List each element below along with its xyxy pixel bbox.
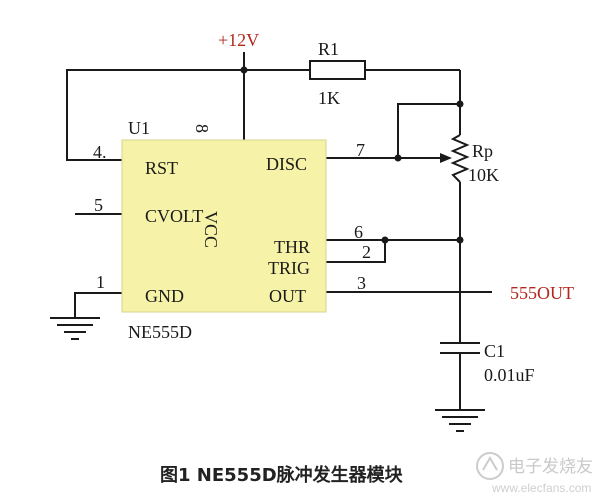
u1-part-number: NE555D	[128, 322, 192, 342]
pin-out-label: OUT	[269, 286, 306, 306]
pin-rst-label: RST	[145, 158, 178, 178]
wire-top-left	[66, 69, 244, 161]
pin-disc-number: 7	[356, 140, 365, 160]
output-label: 555OUT	[510, 283, 574, 303]
pin-cvolt-label: CVOLT	[145, 206, 203, 226]
pin-cvolt-number: 5	[94, 195, 103, 215]
power-label: +12V	[218, 30, 259, 50]
c1-name: C1	[484, 341, 505, 361]
ground-left-icon	[50, 317, 100, 340]
pin-disc-label: DISC	[266, 154, 307, 174]
r1-resistor	[309, 60, 366, 80]
watermark-logo-icon	[476, 452, 504, 480]
rp-value: 10K	[468, 165, 499, 185]
watermark-url: www.elecfans.com	[491, 481, 591, 495]
junctions	[240, 66, 464, 244]
pin-vcc-label: VCC	[201, 211, 221, 248]
watermark-logo-mark	[482, 456, 498, 471]
junction-right-thr	[456, 236, 464, 244]
ground-right-icon	[435, 409, 485, 432]
pin-thr-number: 6	[354, 222, 363, 242]
pin-rst-number: 4.	[93, 142, 107, 162]
junction-thr	[381, 236, 389, 244]
pin-trig-number: 2	[362, 242, 371, 262]
pin-thr-label: THR	[274, 237, 310, 257]
rp-wiper-arrow	[440, 153, 452, 163]
pin-trig-label: TRIG	[268, 258, 310, 278]
wire-wiper-loop	[397, 103, 460, 158]
junction-right-top	[456, 100, 464, 108]
wire-trig	[326, 240, 386, 263]
r1-name: R1	[318, 39, 339, 59]
junction-disc	[394, 154, 402, 162]
watermark-text: 电子发烧友	[508, 457, 593, 477]
r1-value: 1K	[318, 88, 340, 108]
ne555-chip	[121, 139, 327, 313]
rp-name: Rp	[472, 141, 493, 161]
pin-gnd-label: GND	[145, 286, 184, 306]
rp-potentiometer	[450, 134, 470, 183]
wires	[66, 52, 492, 410]
pin-out-number: 3	[357, 273, 366, 293]
c1-value: 0.01uF	[484, 365, 535, 385]
figure-caption: 图1 NE555D脉冲发生器模块	[160, 464, 404, 486]
watermark: 电子发烧友 www.elecfans.com	[476, 452, 593, 495]
pin-gnd-number: 1	[96, 272, 105, 292]
u1-designator: U1	[128, 118, 150, 138]
junction-vcc	[240, 66, 248, 74]
pin8-number: 8	[192, 124, 212, 133]
wire-gnd	[74, 292, 122, 318]
